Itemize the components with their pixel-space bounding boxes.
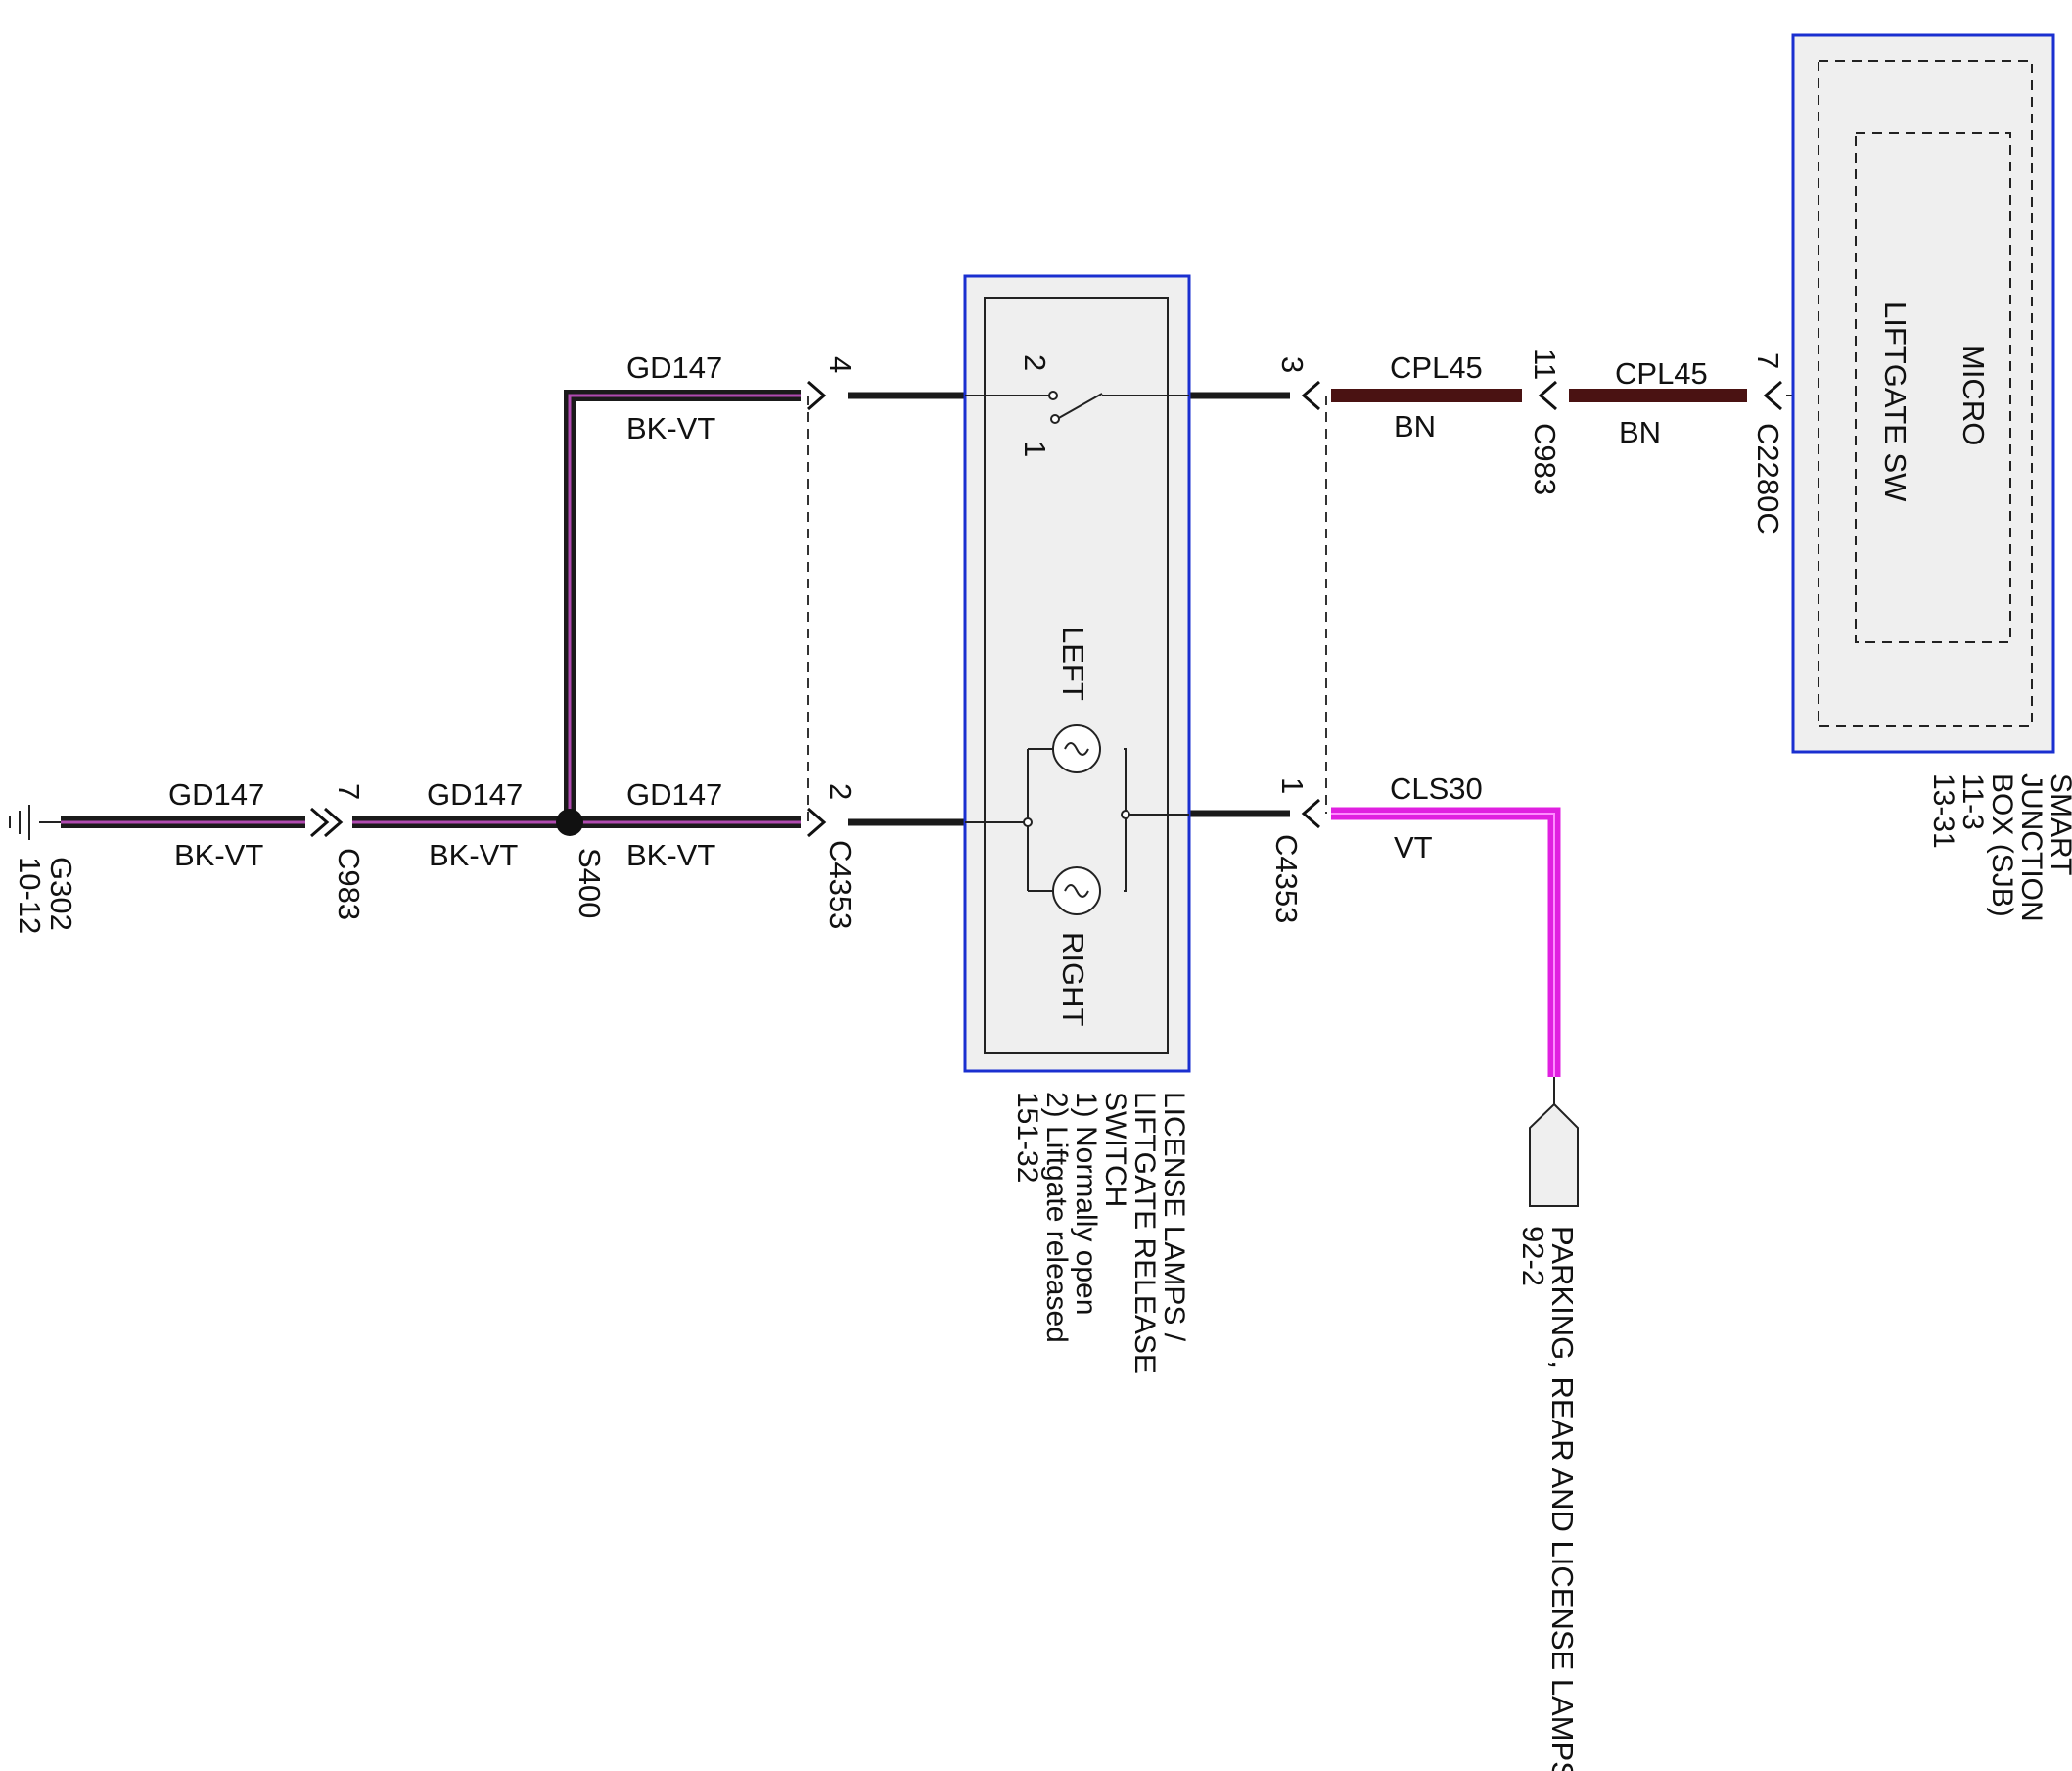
pin-c4353-2: 2: [823, 783, 857, 800]
pin-c4353-3: 3: [1275, 356, 1310, 373]
sjb-micro-label: MICRO: [1957, 345, 1991, 445]
svg-text:JUNCTION: JUNCTION: [2015, 773, 2048, 922]
pin-c4353-4: 4: [823, 356, 857, 373]
connector-c4353-dashes: [807, 396, 1327, 822]
parking-title-label: PARKING, REAR AND LICENSE LAMPS: [1545, 1226, 1580, 1771]
wire-color-bkvt-1: BK-VT: [174, 838, 263, 872]
connector-s400: S400: [573, 848, 607, 918]
ground-label: G302: [44, 857, 78, 931]
switch-pin-1: 1: [1018, 441, 1052, 457]
bulb-left-icon: [1052, 724, 1101, 773]
internal-wires: [848, 392, 1290, 826]
svg-text:SMART: SMART: [2045, 773, 2072, 875]
connector-c4353-right: C4353: [1269, 834, 1304, 923]
wire-label-cpl45-1: CPL45: [1390, 350, 1483, 385]
svg-text:151-32: 151-32: [1011, 1092, 1043, 1183]
svg-text:LICENSE LAMPS /: LICENSE LAMPS /: [1158, 1092, 1190, 1342]
wire-cls30: [1331, 807, 1561, 1077]
ground-symbol: [9, 805, 61, 840]
svg-text:11-3: 11-3: [1957, 773, 1989, 830]
parking-ref-label: 92-2: [1516, 1226, 1550, 1286]
svg-text:1) Normally open: 1) Normally open: [1070, 1092, 1102, 1315]
wire-label-gd147-1: GD147: [168, 777, 264, 812]
liftgate-switch: [965, 391, 1189, 424]
wire-label-gd147-3: GD147: [626, 777, 722, 812]
pin-c983-cpl: 11: [1528, 349, 1562, 380]
pin-c983-gd: 7: [332, 783, 366, 800]
sjb-frame: [1791, 33, 2055, 754]
pin-c4353-1: 1: [1275, 777, 1310, 794]
sjb-liftgate-sw-label: LIFTGATE SW: [1878, 302, 1912, 502]
sjb-liftgate-outline: [1855, 132, 2011, 643]
wire-color-bkvt-3: BK-VT: [626, 838, 715, 872]
wire-label-gd147-2: GD147: [427, 777, 523, 812]
sjb-caption: SMART JUNCTION BOX (SJB) 11-3 13-31: [1927, 773, 2072, 922]
svg-text:13-31: 13-31: [1927, 773, 1959, 849]
wire-gd147: [61, 390, 801, 828]
pin-c2280c: 7: [1751, 352, 1785, 369]
svg-text:BOX (SJB): BOX (SJB): [1986, 773, 2018, 917]
connector-chevrons: [310, 380, 1782, 838]
left-lamp-label: LEFT: [1056, 627, 1090, 701]
wire-label-gd147-4: GD147: [626, 350, 722, 385]
connector-c2280c: C2280C: [1751, 423, 1785, 535]
connector-c4353-left: C4353: [823, 840, 857, 929]
right-lamp-label: RIGHT: [1056, 932, 1090, 1027]
lamp-switch-inner: [984, 297, 1169, 1054]
wire-label-cls30: CLS30: [1390, 771, 1483, 806]
switch-pin-2: 2: [1018, 354, 1052, 371]
svg-text:LIFTGATE RELEASE: LIFTGATE RELEASE: [1128, 1092, 1161, 1374]
ground-ref-label: 10-12: [13, 857, 47, 934]
sjb-micro-outline: [1818, 60, 2033, 727]
wire-color-bkvt-2: BK-VT: [429, 838, 518, 872]
offpage-connector-parking: [1529, 1077, 1579, 1207]
splice-s400: [556, 809, 583, 836]
wire-color-vt: VT: [1394, 830, 1433, 864]
lamp-switch-caption: LICENSE LAMPS / LIFTGATE RELEASE SWITCH …: [1011, 1092, 1190, 1374]
connector-c983-left: C983: [332, 848, 366, 920]
wire-color-bn-1: BN: [1394, 409, 1436, 443]
wire-color-bn-2: BN: [1619, 415, 1661, 449]
svg-text:2) Liftgate released: 2) Liftgate released: [1040, 1092, 1073, 1343]
svg-text:SWITCH: SWITCH: [1099, 1092, 1131, 1207]
wire-color-bkvt-4: BK-VT: [626, 411, 715, 445]
wire-label-cpl45-2: CPL45: [1615, 356, 1708, 391]
bulb-right-icon: [1052, 866, 1101, 915]
connector-c983-right: C983: [1528, 423, 1562, 495]
